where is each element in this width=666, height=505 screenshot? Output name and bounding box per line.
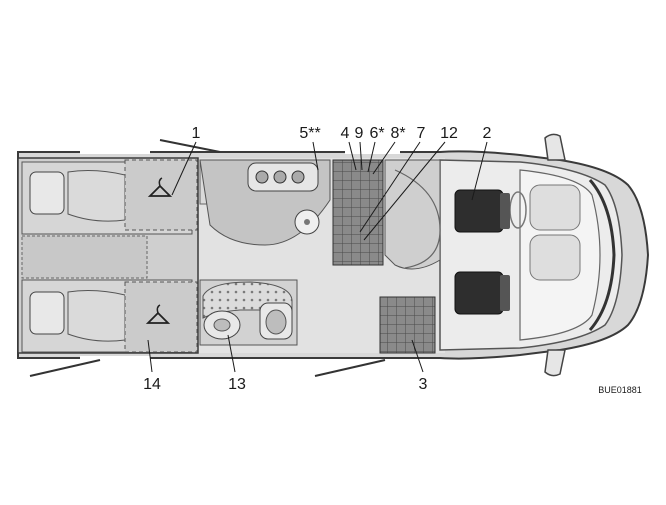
callout-label: 8*	[390, 125, 405, 142]
dinette-bench	[384, 159, 441, 270]
wardrobe-bottom	[124, 281, 198, 353]
side-windows	[29, 139, 400, 377]
passenger-seat	[454, 271, 510, 315]
callouts: 1 5** 4 9 6* 8* 7 12 2 14 13 3	[143, 125, 491, 393]
pillow-bottom	[29, 291, 65, 335]
driver-seat	[454, 189, 510, 233]
mirror-right	[544, 349, 566, 377]
callout-label: 2	[483, 125, 492, 142]
dinette-floor	[332, 159, 384, 266]
mirror-left	[544, 133, 566, 161]
kitchen	[199, 159, 331, 246]
callout-label: 14	[143, 376, 161, 393]
bathroom	[199, 279, 298, 346]
callout-label: 3	[419, 376, 428, 393]
callout-label: 5**	[299, 125, 320, 142]
pillow-top	[29, 171, 65, 215]
callout-label: 6*	[369, 125, 384, 142]
leader-lines	[147, 141, 488, 373]
callout-label: 12	[440, 125, 458, 142]
callout-label: 1	[192, 125, 201, 142]
hanger-icon	[147, 184, 173, 197]
callout-label: 4	[341, 125, 350, 142]
entrance-step	[379, 296, 436, 354]
hanger-icon	[145, 311, 171, 324]
callout-label: 9	[355, 125, 364, 142]
callout-label: 13	[228, 376, 246, 393]
image-code: BUE01881	[598, 385, 642, 395]
wardrobe-top	[124, 159, 198, 231]
callout-label: 7	[417, 125, 426, 142]
